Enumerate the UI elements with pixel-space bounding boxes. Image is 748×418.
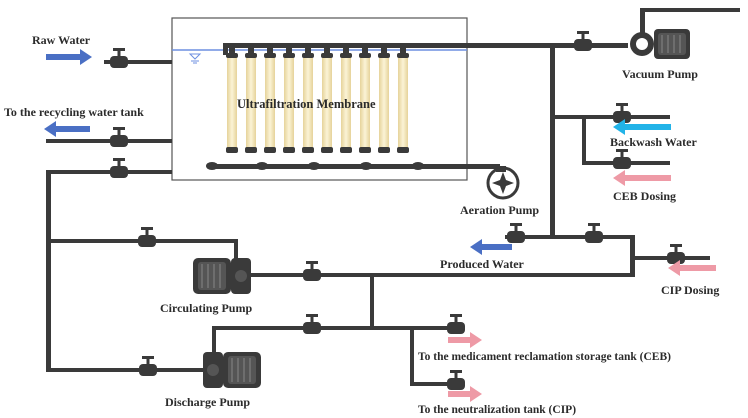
- produced-water-arrow-icon: [470, 239, 512, 255]
- valve-icon: [110, 158, 128, 178]
- membrane-fiber: [226, 48, 238, 153]
- valve-icon: [574, 31, 592, 51]
- produced-water-label: Produced Water: [440, 257, 525, 271]
- valve-icon: [139, 356, 157, 376]
- backwash-arrow-icon: [613, 119, 671, 135]
- vacuum-pump-icon: [630, 29, 690, 59]
- aeration-pipe: [206, 162, 500, 170]
- discharge-pump-label: Discharge Pump: [165, 395, 250, 409]
- permeate-header: [223, 43, 408, 55]
- valve-icon: [303, 261, 321, 281]
- ceb-storage-arrow-icon: [448, 332, 482, 348]
- membrane-fiber: [245, 48, 257, 153]
- membrane-label: Ultrafiltration Membrane: [237, 97, 376, 111]
- valve-icon: [303, 314, 321, 334]
- valve-icon: [447, 314, 465, 334]
- membrane-fiber: [302, 48, 314, 153]
- valve-icon: [613, 103, 631, 123]
- neutralization-label: To the neutralization tank (CIP): [418, 404, 576, 416]
- membrane-fiber: [340, 48, 352, 153]
- circulating-pump-label: Circulating Pump: [160, 301, 252, 315]
- water-level-icon: [188, 53, 202, 64]
- membrane-fiber: [264, 48, 276, 153]
- ceb-dosing-arrow-icon: [613, 170, 671, 186]
- membrane-fiber: [359, 48, 371, 153]
- valves: [110, 31, 685, 390]
- cip-dosing-label: CIP Dosing: [661, 283, 719, 297]
- recycling-arrow-icon: [44, 121, 90, 137]
- valve-icon: [585, 223, 603, 243]
- membrane-fiber: [283, 48, 295, 153]
- valve-icon: [613, 149, 631, 169]
- valve-icon: [110, 127, 128, 147]
- membrane-fibers: [226, 48, 409, 153]
- circulating-pump-icon: [193, 258, 251, 294]
- cip-dosing-arrow-icon: [668, 260, 716, 276]
- valve-icon: [138, 227, 156, 247]
- membrane-fiber: [397, 48, 409, 153]
- valve-icon: [447, 370, 465, 390]
- valve-icon: [667, 244, 685, 264]
- vacuum-pump-label: Vacuum Pump: [622, 67, 698, 81]
- membrane-fiber: [321, 48, 333, 153]
- ceb-dosing-label: CEB Dosing: [613, 189, 676, 203]
- aeration-pump-icon: [486, 166, 520, 200]
- valve-icon: [507, 223, 525, 243]
- recycling-tank-label: To the recycling water tank: [4, 105, 144, 119]
- discharge-pump-icon: [203, 352, 261, 388]
- raw-water-label: Raw Water: [32, 33, 91, 47]
- ceb-storage-label: To the medicament reclamation storage ta…: [418, 351, 671, 363]
- membrane-fiber: [378, 48, 390, 153]
- aeration-pump-label: Aeration Pump: [460, 203, 539, 217]
- backwash-water-label: Backwash Water: [610, 135, 697, 149]
- valve-icon: [110, 48, 128, 68]
- raw-water-arrow-icon: [46, 49, 92, 65]
- neutralization-arrow-icon: [448, 386, 482, 402]
